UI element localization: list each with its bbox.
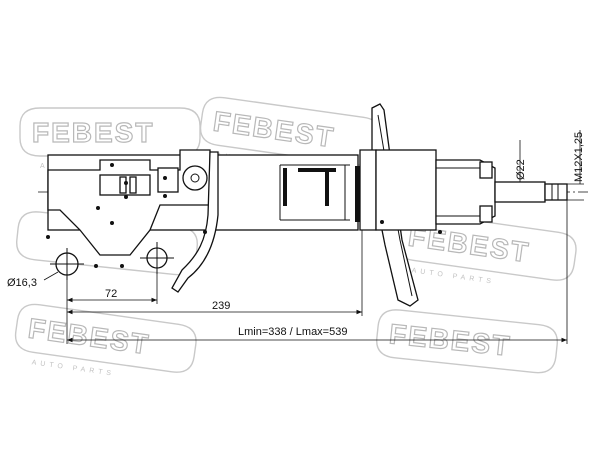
watermark-brand: FEBEST — [32, 117, 154, 148]
rod-diameter-label: Ø22 — [515, 159, 527, 180]
inner-markers — [283, 166, 360, 222]
watermark-brand: FEBEST — [26, 313, 152, 361]
watermark-1: FEBEST AUTO PARTS — [19, 107, 201, 170]
mount-length-label: 239 — [212, 300, 230, 312]
watermark-brand: FEBEST — [211, 106, 337, 154]
dimension-lines — [43, 130, 584, 344]
eye-spacing-label: 72 — [105, 288, 117, 300]
rod-thread — [544, 183, 568, 201]
eye-diameter-label: Ø16,3 — [7, 277, 37, 289]
piston-rod-assembly — [375, 149, 568, 234]
watermark-4: FEBEST AUTO PARTS — [14, 303, 197, 378]
stroke-range-label: Lmin=338 / Lmax=539 — [238, 326, 347, 338]
dust-cover — [375, 149, 437, 231]
knuckle-bracket — [47, 149, 211, 256]
hose-bracket — [171, 151, 219, 293]
piston-rod — [494, 181, 546, 203]
watermark-5: FEBEST — [376, 309, 558, 374]
bolt-eyes — [46, 235, 174, 280]
thread-label: M12X1,25 — [573, 132, 585, 182]
